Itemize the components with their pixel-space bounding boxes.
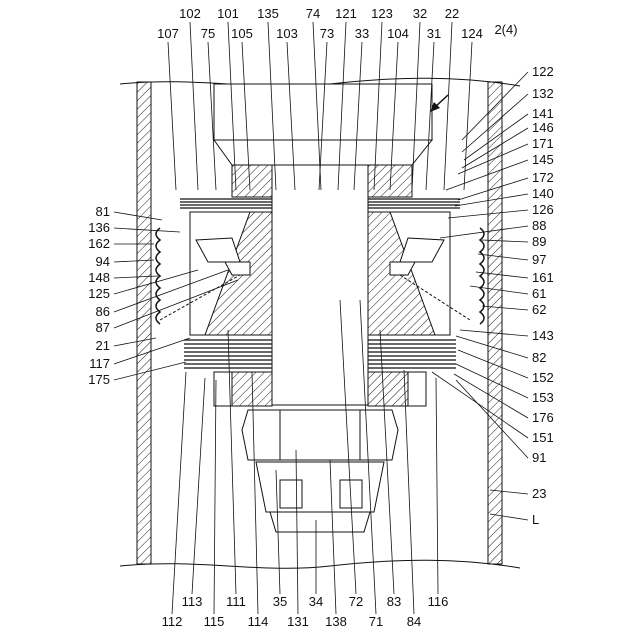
label-146: 146 [532,120,554,135]
leader-line-117 [114,338,190,364]
label-89: 89 [532,234,546,249]
label-175: 175 [88,372,110,387]
label-31: 31 [427,26,441,41]
leader-line-116 [436,378,438,594]
leader-line-97 [478,254,528,260]
label-125: 125 [88,286,110,301]
label-32: 32 [413,6,427,21]
label-117: 117 [89,356,110,371]
nut [242,410,398,532]
label-103: 103 [276,26,298,41]
label-131: 131 [287,614,309,629]
label-172: 172 [532,170,554,185]
label-91: 91 [532,450,546,465]
label-123: 123 [371,6,393,21]
leader-line-112 [172,372,186,614]
label-21: 21 [96,338,110,353]
label-75: 75 [201,26,215,41]
label-148: 148 [88,270,110,285]
label-145: 145 [532,152,554,167]
label-88: 88 [532,218,546,233]
label-101: 101 [217,6,239,21]
label-114: 114 [248,614,269,629]
label-171: 171 [532,136,554,151]
label-124: 124 [461,26,483,41]
leader-line-114 [252,372,258,614]
label-73: 73 [320,26,334,41]
label-116: 116 [428,594,449,609]
label-135: 135 [257,6,279,21]
leader-line-115 [214,380,216,614]
cylinder-wall-right [488,82,502,564]
label-132: 132 [532,86,554,101]
leader-line-125 [114,270,198,294]
label-140: 140 [532,186,554,201]
seal-ring-right [480,228,484,324]
label-34: 34 [309,594,323,609]
label-74: 74 [306,6,320,21]
label-corner: 2(4) [494,22,517,37]
leader-line-22 [444,22,452,190]
disc-stack-upper-right [368,199,460,208]
label-111: 111 [226,594,246,609]
label-83: 83 [387,594,401,609]
label-86: 86 [96,304,110,319]
leader-line-84 [404,370,414,614]
label-141: 141 [532,106,554,121]
label-115: 115 [204,614,225,629]
label-62: 62 [532,302,546,317]
disc-stack-lower-left [184,340,272,368]
label-143: 143 [532,328,554,343]
label-162: 162 [88,236,110,251]
label-105: 105 [231,26,253,41]
leader-line-102 [190,22,198,190]
label-126: 126 [532,202,554,217]
label-72: 72 [349,594,363,609]
label-L: L [532,512,539,527]
label-81: 81 [96,204,110,219]
label-107: 107 [157,26,179,41]
label-84: 84 [407,614,421,629]
leader-line-107 [168,42,176,190]
disc-stack-upper-left [180,199,272,208]
label-136: 136 [88,220,110,235]
label-61: 61 [532,286,546,301]
label-82: 82 [532,350,546,365]
label-152: 152 [532,370,554,385]
leader-line-111 [228,330,236,594]
label-112: 112 [162,614,183,629]
label-23: 23 [532,486,546,501]
label-97: 97 [532,252,546,267]
label-138: 138 [325,614,347,629]
label-87: 87 [96,320,110,335]
label-122: 122 [532,64,554,79]
label-176: 176 [532,410,554,425]
label-94: 94 [96,254,110,269]
leader-line-113 [192,378,205,594]
leader-line-145 [446,160,528,190]
label-104: 104 [387,26,409,41]
leader-line-151 [432,372,528,438]
label-121: 121 [335,6,357,21]
leader-line-124 [464,42,472,190]
label-161: 161 [532,270,554,285]
label-113: 113 [182,594,203,609]
label-153: 153 [532,390,554,405]
label-71: 71 [369,614,383,629]
cylinder-wall-left [137,82,151,564]
label-33: 33 [355,26,369,41]
break-line-bottom [120,560,520,568]
label-102: 102 [179,6,201,21]
label-22: 22 [445,6,459,21]
piston-rod [272,165,368,405]
label-35: 35 [273,594,287,609]
label-151: 151 [532,430,554,445]
